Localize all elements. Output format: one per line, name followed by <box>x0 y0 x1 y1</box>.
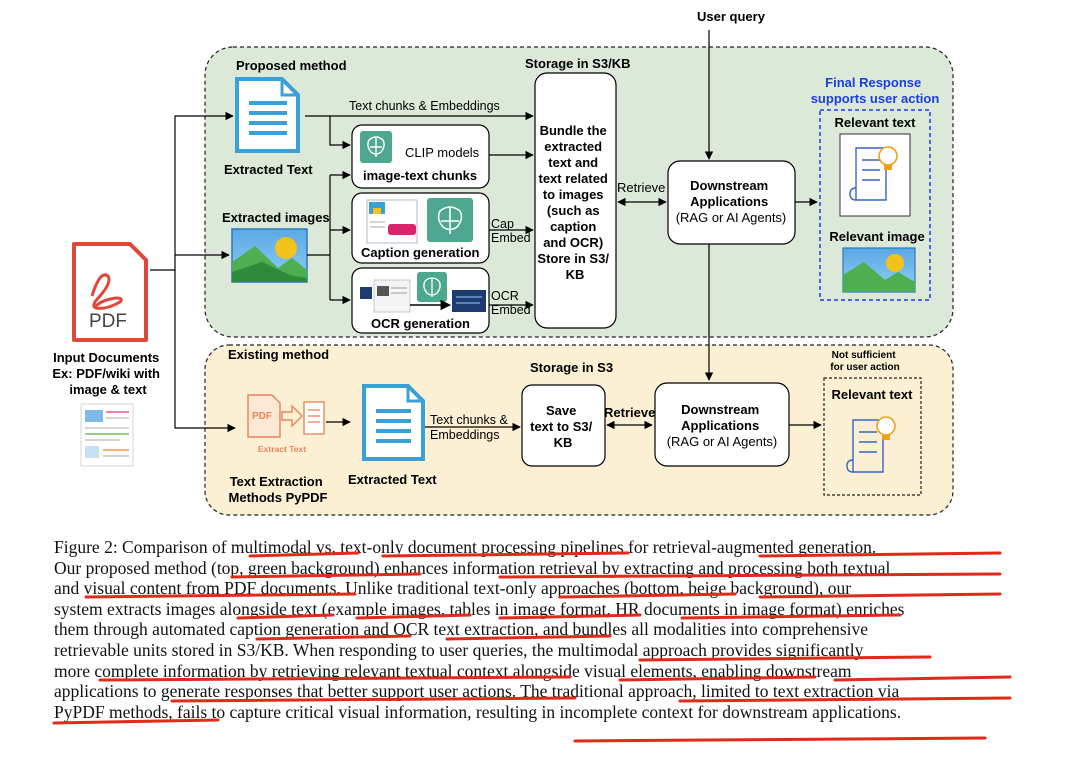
extracted-text-label-existing: Extracted Text <box>348 472 437 487</box>
edge-label-text-chunks: Text chunks & Embeddings <box>349 99 500 113</box>
save-s3-box <box>521 384 606 467</box>
caption-line: system extracts images alongside text (e… <box>54 598 905 619</box>
figure-caption: Figure 2: Comparison of multimodal vs. t… <box>54 537 1014 722</box>
caption-line: and visual content from PDF documents. U… <box>54 578 852 599</box>
clip-models-label: CLIP models <box>405 145 480 160</box>
proposed-title: Proposed method <box>236 58 347 73</box>
save-s3-label: Save text to S3/ KB <box>530 403 596 450</box>
relevant-text-label-existing: Relevant text <box>832 387 914 402</box>
user-query-label: User query <box>697 9 766 24</box>
retrieve-label-proposed: Retrieve <box>617 180 665 195</box>
storage-kb-label: Storage in S3/KB <box>525 56 630 71</box>
extracted-images-label: Extracted images <box>222 210 330 225</box>
input-documents-label: Input Documents Ex: PDF/wiki with image … <box>52 350 163 397</box>
caption-line: PyPDF methods, fails to capture critical… <box>54 701 902 722</box>
scroll-bulb-icon <box>839 133 911 217</box>
final-response-box <box>819 109 931 301</box>
caption-line: retrievable units stored in S3/KB. When … <box>54 639 864 660</box>
caption-screenshot-icon <box>366 198 473 244</box>
pdf-icon: PDF <box>72 242 148 342</box>
bundle-store-box <box>534 72 617 329</box>
caption-line: them through automated caption generatio… <box>54 619 869 640</box>
pdf-extract-text-icon: PDF Extract Text <box>247 394 325 454</box>
caption-generation-label: Caption generation <box>361 245 480 260</box>
relevant-image-label: Relevant image <box>829 229 924 244</box>
relevant-text-label-proposed: Relevant text <box>835 115 917 130</box>
extract-text-caption: Extract Text <box>258 444 306 454</box>
bundle-store-label: Bundle the extracted text and text relat… <box>537 123 612 282</box>
relevant-text-box-existing <box>823 377 922 496</box>
downstream-apps-label-existing: Downstream Applications (RAG or AI Agent… <box>667 402 778 449</box>
final-response-label: Final Response supports user action <box>811 75 940 106</box>
document-icon-existing <box>362 384 425 461</box>
sample-document-thumbnail <box>80 403 134 467</box>
not-sufficient-label: Not sufficient for user action <box>830 350 899 373</box>
downstream-apps-label-proposed: Downstream Applications (RAG or AI Agent… <box>676 178 787 225</box>
extracted-text-label: Extracted Text <box>224 162 313 177</box>
existing-title: Existing method <box>228 347 329 362</box>
cap-embed-label: Cap Embed <box>491 217 531 245</box>
retrieve-label-existing: Retrieve <box>604 405 655 420</box>
document-icon <box>235 77 300 153</box>
caption-line: Our proposed method (top, green backgrou… <box>54 557 891 578</box>
storage-s3-label: Storage in S3 <box>530 360 613 375</box>
svg-text:PDF: PDF <box>252 411 272 422</box>
caption-line: applications to generate responses that … <box>54 681 900 702</box>
scroll-bulb-icon-existing <box>846 416 896 473</box>
ocr-screenshot-icon <box>360 272 486 313</box>
ocr-generation-label: OCR generation <box>371 316 470 331</box>
ai-brain-icon <box>360 131 392 163</box>
caption-line: more complete information by retrieving … <box>54 660 852 681</box>
image-text-chunks-label: image-text chunks <box>363 168 477 183</box>
landscape-image-icon <box>231 228 308 283</box>
edge-label-text-chunks-existing: Text chunks & Embeddings <box>430 413 511 442</box>
pdf-icon-label: PDF <box>89 311 127 332</box>
text-extraction-methods-label: Text Extraction Methods PyPDF <box>229 474 328 505</box>
caption-line: Figure 2: Comparison of multimodal vs. t… <box>54 537 877 557</box>
ocr-embed-label: OCR Embed <box>491 289 531 317</box>
relevant-image-icon <box>842 247 916 293</box>
